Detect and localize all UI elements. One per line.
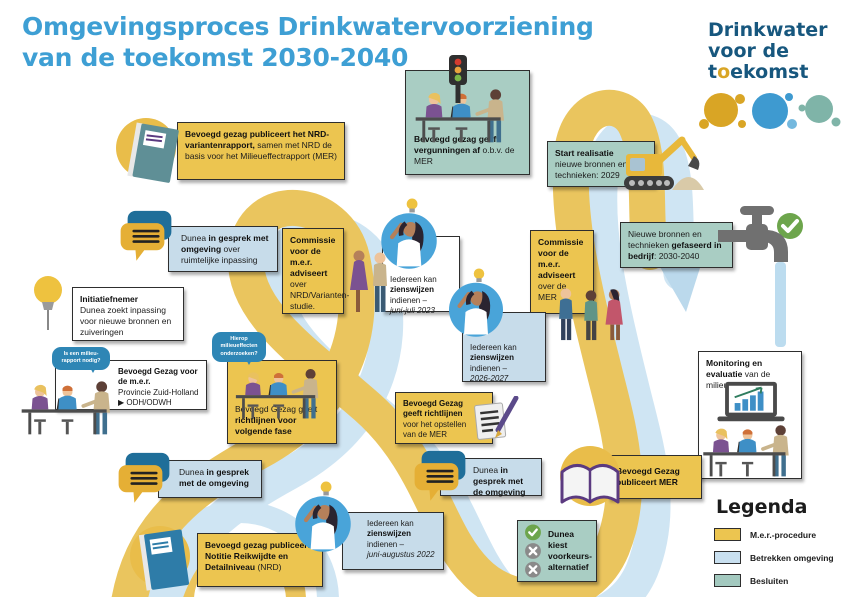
walking-people-icon: [344, 248, 394, 314]
speech-bubbles-icon: [116, 450, 172, 510]
people-at-table-icon: [231, 364, 331, 420]
box-voorkeursalternatief-text: Dunea kiest voorkeurs-alternatief: [548, 528, 592, 573]
box-zienswijzen-2022-text: Iedereen kan zienswijzen indienen –juni-…: [367, 519, 435, 560]
report-book-icon: [114, 112, 186, 192]
brand-logo: Drinkwater voor de toekomst: [708, 20, 828, 83]
box-richtlijnen-mer-text: Bevoegd Gezag geeft richtlijnen voor het…: [403, 399, 467, 440]
legend: Legenda M.e.r.-procedure Betrekken omgev…: [714, 496, 842, 587]
legend-label-omgeving: Betrekken omgeving: [750, 552, 834, 563]
box-nrd-variantenrapport-text: Bevoegd gezag publiceert het NRD-variant…: [185, 129, 337, 162]
page-title-line1: Omgevingsproces Drinkwatervoorziening: [22, 12, 594, 41]
legend-swatch-mer: [714, 528, 741, 541]
box-nrd-variantenrapport: Bevoegd gezag publiceert het NRD-variant…: [177, 122, 345, 180]
legend-swatch-omgeving: [714, 551, 741, 564]
box-commissie-nrd: Commissie voor de m.e.r. adviseert over …: [282, 228, 350, 314]
logo-bubbles-icon: [695, 86, 845, 138]
page-title-line2: van de toekomst 2030-2040: [22, 42, 409, 72]
speech-bubble-milieurapport: Is een milieu-rapport nodig?: [52, 347, 110, 373]
legend-label-mer: M.e.r.-procedure: [750, 529, 817, 540]
speech-bubbles-icon: [412, 448, 468, 508]
laptop-chart-icon: [714, 380, 788, 428]
legend-item-omgeving: Betrekken omgeving: [714, 551, 842, 564]
nrd-book-icon: [126, 518, 198, 597]
excavator-icon: [610, 130, 706, 196]
traffic-light-icon: [446, 54, 470, 104]
legend-swatch-besluiten: [714, 574, 741, 587]
logo-line2: voor de: [708, 39, 789, 62]
page-title: Omgevingsproces Drinkwatervoorziening va…: [22, 12, 642, 73]
legend-label-besluiten: Besluiten: [750, 575, 789, 586]
water-tap-icon: [718, 204, 808, 349]
person-raising-hand-icon: [292, 480, 354, 554]
box-richtlijnen-fase: Bevoegd Gezag geeft richtlijnen voor vol…: [227, 360, 337, 444]
document-pen-icon: [472, 396, 522, 442]
box-vergunningen: Bevoegd gezag geeft vergunningen af o.b.…: [405, 70, 530, 175]
logo-line1: Drinkwater: [708, 19, 828, 41]
box-publiceert-mer-text: Bevoegd Gezag publiceert MER: [616, 465, 680, 487]
box-richtlijnen-fase-text: Bevoegd Gezag geeft richtlijnen voor vol…: [235, 403, 318, 436]
box-gesprek-ruimtelijk: Dunea in gesprek met omgeving over ruimt…: [168, 226, 278, 272]
standing-people-icon: [552, 286, 630, 342]
box-gesprek-omgeving-boven-text: Dunea in gesprek met de omgeving: [179, 467, 249, 489]
speech-bubbles-icon: [118, 208, 174, 268]
box-commissie-nrd-text: Commissie voor de m.e.r. adviseert over …: [290, 235, 350, 312]
legend-item-mer: M.e.r.-procedure: [714, 528, 842, 541]
box-nieuwe-bronnen-text: Nieuwe bronnen en technieken gefaseerd i…: [628, 229, 722, 262]
logo-line3: toekomst: [708, 60, 809, 83]
box-zienswijzen-2022: Iedereen kan zienswijzen indienen –juni-…: [342, 512, 444, 570]
box-publiceert-mer: Bevoegd Gezag publiceert MER: [608, 455, 702, 499]
box-zienswijzen-2026: Iedereen kan zienswijzen indienen –2026-…: [462, 312, 546, 384]
person-raising-hand-icon: [378, 197, 440, 271]
box-nrd-publicatie-text: Bevoegd gezag publiceert Notitie Reikwij…: [205, 540, 311, 573]
people-at-table-icon: [20, 376, 120, 436]
legend-title: Legenda: [716, 496, 808, 518]
check-cross-stack-icon: [522, 524, 544, 578]
person-raising-hand-icon: [446, 267, 506, 339]
box-vergunningen-text: Bevoegd gezag geeft vergunningen af o.b.…: [414, 133, 515, 166]
box-nieuwe-bronnen: Nieuwe bronnen en technieken gefaseerd i…: [620, 222, 733, 268]
speech-bubble-milieueffecten: Hierop milieueffecten onderzoeken?: [212, 332, 266, 366]
box-zienswijzen-2023-text: Iedereen kan zienswijzen indienen –juni-…: [390, 275, 437, 316]
box-gesprek-omgeving-onder-text: Dunea in gesprek met de omgeving: [473, 465, 526, 498]
box-nrd-publicatie: Bevoegd gezag publiceert Notitie Reikwij…: [197, 533, 323, 587]
people-at-table-icon: [700, 420, 800, 478]
box-gesprek-ruimtelijk-text: Dunea in gesprek met omgeving over ruimt…: [181, 233, 269, 266]
legend-item-besluiten: Besluiten: [714, 574, 842, 587]
box-gesprek-omgeving-boven: Dunea in gesprek met de omgeving: [158, 460, 262, 498]
box-commissie-mer-text: Commissie voor de m.e.r. adviseert over …: [538, 237, 584, 303]
open-book-icon: [552, 446, 628, 518]
lightbulb-icon: [30, 274, 66, 332]
box-bevoegd-gezag-mer-text: Bevoegd Gezag voor de m.e.r.Provincie Zu…: [118, 367, 199, 408]
box-zienswijzen-2026-text: Iedereen kan zienswijzen indienen –2026-…: [470, 343, 517, 384]
